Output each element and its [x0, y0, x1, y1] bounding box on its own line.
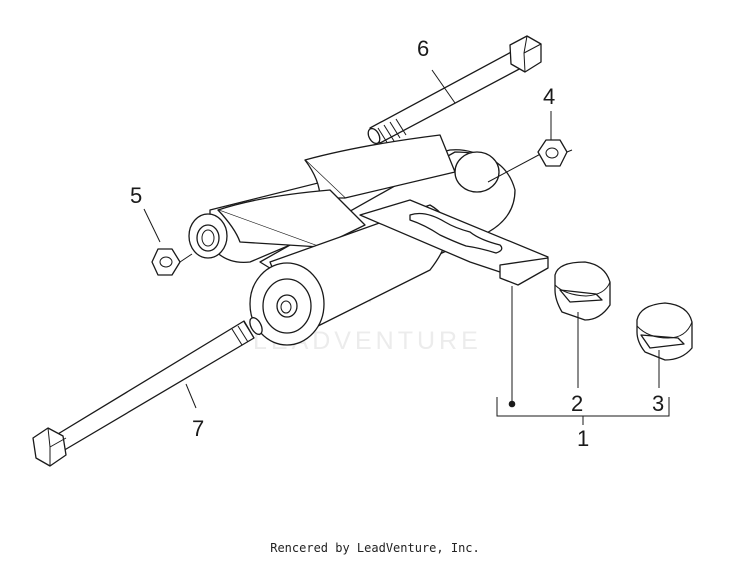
leader-5 — [143, 208, 161, 243]
insert-3 — [636, 302, 693, 361]
callout-7: 7 — [192, 416, 204, 441]
clip-tab — [359, 199, 549, 286]
callout-4: 4 — [543, 84, 555, 109]
callout-2: 2 — [571, 391, 583, 416]
nut-4 — [537, 139, 573, 167]
left-sleeve — [188, 213, 228, 259]
nut-5 — [151, 248, 193, 276]
leader-lines — [143, 69, 670, 425]
upper-bolt — [367, 35, 542, 145]
callout-6: 6 — [417, 36, 429, 61]
callouts: 6 4 5 2 3 7 1 — [130, 36, 664, 451]
lower-roller — [249, 204, 449, 346]
leader-6 — [431, 69, 456, 104]
leader-1-dot — [508, 400, 516, 408]
callout-5: 5 — [130, 183, 142, 208]
footer-credit: Rencered by LeadVenture, Inc. — [270, 541, 480, 555]
callout-1: 1 — [577, 426, 589, 451]
top-ribs — [217, 134, 456, 248]
callout-3: 3 — [652, 391, 664, 416]
leader-7 — [185, 383, 197, 409]
lower-bolt — [32, 317, 263, 467]
insert-2 — [554, 261, 611, 321]
